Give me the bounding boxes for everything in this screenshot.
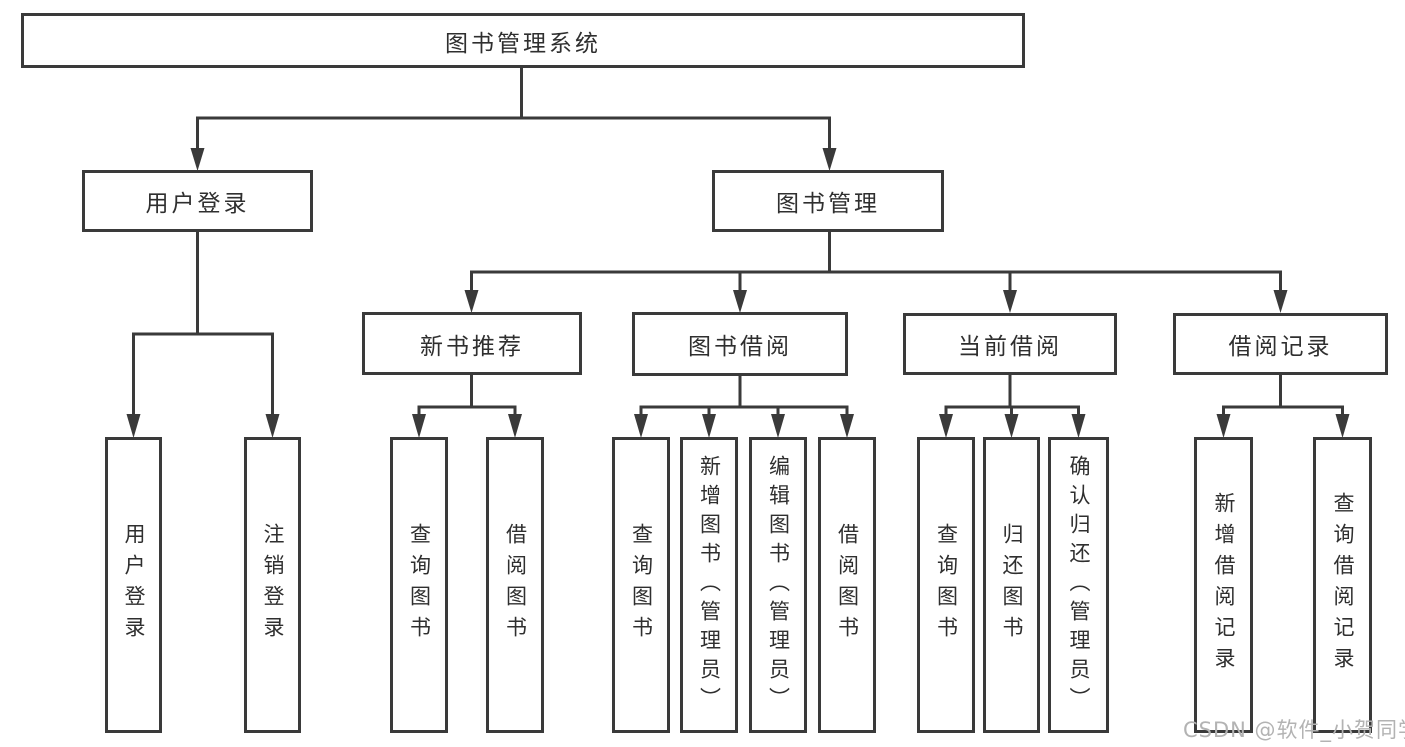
leaf-confirm-return-admin: 确认归还（管理员） — [1048, 437, 1109, 733]
leaf-query-books-recommend: 查询图书 — [390, 437, 448, 733]
leaf-add-borrow-record: 新增借阅记录 — [1194, 437, 1253, 733]
leaf-logout: 注销登录 — [244, 437, 301, 733]
node-borrow-records: 借阅记录 — [1173, 313, 1388, 375]
node-current-borrow: 当前借阅 — [903, 313, 1117, 375]
leaf-user-login: 用户登录 — [105, 437, 162, 733]
leaf-add-book-admin: 新增图书（管理员） — [680, 437, 738, 733]
node-new-book-recommend: 新书推荐 — [362, 312, 582, 375]
leaf-borrow-books: 借阅图书 — [818, 437, 876, 733]
leaf-return-book: 归还图书 — [983, 437, 1040, 733]
leaf-query-borrow-record: 查询借阅记录 — [1313, 437, 1372, 733]
csdn-watermark: CSDN @软件_小贺同学 — [1183, 718, 1405, 742]
leaf-query-books-borrow: 查询图书 — [612, 437, 670, 733]
leaf-edit-book-admin: 编辑图书（管理员） — [749, 437, 807, 733]
node-root: 图书管理系统 — [21, 13, 1025, 68]
node-book-management: 图书管理 — [712, 170, 944, 232]
leaf-query-books-current: 查询图书 — [917, 437, 975, 733]
node-book-borrow: 图书借阅 — [632, 312, 848, 376]
node-user-login: 用户登录 — [82, 170, 313, 232]
leaf-borrow-books-recommend: 借阅图书 — [486, 437, 544, 733]
